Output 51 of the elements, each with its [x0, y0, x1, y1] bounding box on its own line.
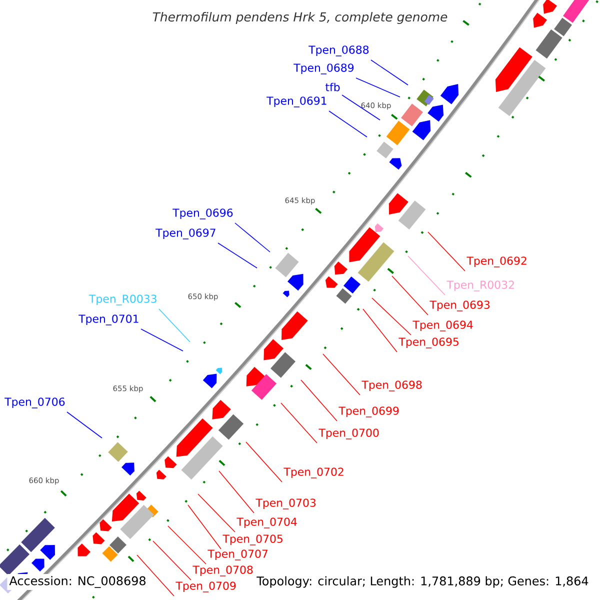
gene-label: Tpen_0688: [308, 46, 369, 56]
gene-label: Tpen_0698: [362, 380, 422, 392]
gene-label: Tpen_0707: [208, 550, 268, 560]
leader-line: [168, 526, 206, 564]
gene-label: Tpen_0695: [398, 338, 458, 348]
gene-label: Tpen_R0033: [88, 294, 156, 306]
leader-line: [392, 276, 428, 316]
gene-label: Tpen_0702: [284, 468, 344, 478]
leader-line: [370, 60, 408, 86]
title: Thermofilum pendens Hrk 5, complete genome: [152, 12, 448, 24]
leader-line: [328, 110, 368, 138]
leader-line: [152, 540, 192, 580]
leader-line: [246, 442, 282, 482]
gene-label: Tpen_0694: [412, 320, 473, 332]
gene-label: Tpen_0700: [318, 428, 379, 440]
gene-label: Tpen_0691: [266, 96, 326, 108]
leader-line: [140, 328, 184, 352]
gene-label: Tpen_0693: [430, 300, 490, 312]
leader-line: [198, 494, 236, 532]
gene-label: Tpen_0706: [4, 398, 65, 408]
leader-line: [218, 470, 254, 514]
leader-line: [322, 354, 360, 396]
gene-label: tfb: [326, 82, 340, 92]
leader-line: [428, 232, 466, 272]
leader-line: [356, 78, 400, 98]
gene-label: Tpen_0689: [294, 64, 354, 74]
leader-line: [362, 308, 398, 352]
leader-line: [408, 256, 446, 296]
gene-label: Tpen_0699: [338, 406, 399, 418]
leader-line: [136, 554, 174, 596]
gene-label: Tpen_0696: [172, 208, 233, 220]
leader-line: [342, 94, 380, 120]
leader-line: [218, 242, 258, 268]
leader-line: [188, 504, 222, 550]
leader-line: [300, 380, 338, 422]
gene-label: Tpen_0708: [192, 566, 253, 576]
leader-line: [280, 402, 318, 444]
leader-line: [372, 298, 412, 336]
gene-label: Tpen_0709: [176, 582, 236, 592]
info-text: Accession: NC_008698: [7, 574, 148, 590]
leader-line: [158, 308, 190, 342]
gene-label: Tpen_0705: [222, 534, 282, 546]
leader-line: [234, 222, 270, 252]
gene-label: Tpen_0692: [466, 256, 526, 268]
leader-line: [66, 412, 102, 438]
gene-label: Tpen_0704: [236, 518, 297, 528]
gene-label: Tpen_R0032: [446, 280, 514, 292]
info-text: Topology: circular; Length: 1,781,889 bp; Genes: 1,864: [254, 574, 591, 590]
gene-label: Tpen_0703: [256, 498, 316, 510]
gene-label: Tpen_0701: [78, 314, 138, 326]
gene-label: Tpen_0697: [156, 228, 216, 240]
